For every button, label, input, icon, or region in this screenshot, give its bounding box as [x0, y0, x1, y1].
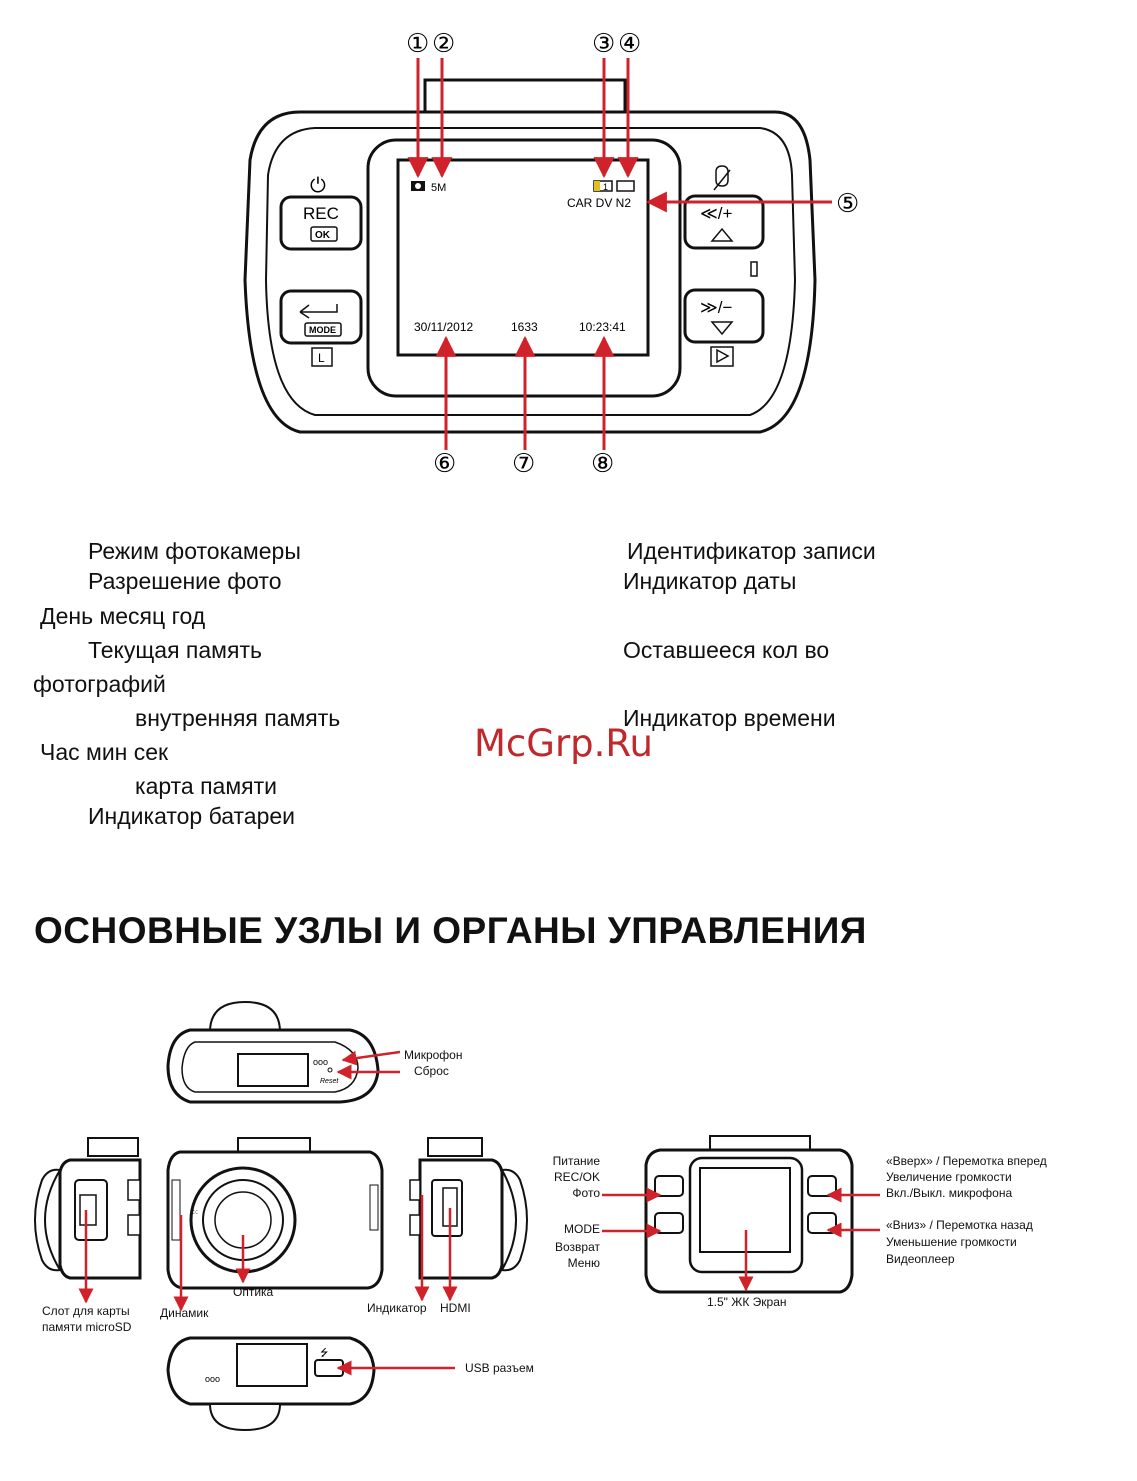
l-key-icon	[311, 347, 333, 367]
svg-text:L: L	[318, 351, 325, 365]
label-reset: Сброс	[414, 1064, 449, 1078]
label-menu: Меню	[567, 1256, 600, 1270]
svg-text:REC: REC	[303, 204, 339, 223]
label-sd-slot-1: Слот для карты	[42, 1304, 130, 1318]
svg-text:MODE: MODE	[309, 325, 336, 335]
svg-text:ooo: ooo	[313, 1057, 328, 1067]
battery-icon	[616, 180, 635, 192]
play-key-icon	[710, 346, 734, 367]
caption-date-indicator: Индикатор даты	[623, 568, 797, 594]
camera-right-view	[409, 1137, 528, 1280]
label-up-2: Увеличение громкости	[886, 1170, 1012, 1184]
controls-diagram: ooo Reset ⁙ ⭍ ooo	[34, 1000, 880, 1432]
svg-text:⭍: ⭍	[320, 1347, 328, 1359]
svg-text:OK: OK	[315, 230, 331, 241]
camera-top-view: ooo Reset	[166, 1000, 380, 1104]
up-button	[683, 194, 765, 250]
label-speaker: Динамик	[160, 1306, 209, 1320]
label-hdmi: HDMI	[440, 1301, 471, 1315]
lcd-screen	[396, 158, 650, 357]
svg-text:Reset: Reset	[320, 1078, 339, 1085]
svg-text:ooo: ooo	[205, 1374, 220, 1384]
label-usb: USB разъем	[465, 1361, 534, 1375]
caption-remaining-count: Оставшееся кол во	[623, 637, 830, 663]
caption-time-indicator: Индикатор времени	[623, 705, 836, 731]
marker-4: ④	[618, 28, 641, 58]
caption-photos: фотографий	[33, 671, 166, 697]
caption-time-format: Час мин сек	[40, 739, 169, 765]
marker-3: ③	[592, 28, 615, 58]
label-up-3: Вкл./Выкл. микрофона	[886, 1186, 1013, 1200]
camera-screen-diagram: 5M 1 CAR DV N2 30/11/2012 1633 10:23:41 …	[243, 28, 859, 478]
screen-record-id: CAR DV N2	[567, 196, 631, 210]
label-mode: MODE	[564, 1222, 600, 1236]
screen-date: 30/11/2012	[414, 320, 473, 334]
label-lcd: 1.5" ЖК Экран	[707, 1295, 787, 1309]
caption-internal-memory: внутренняя память	[135, 705, 341, 731]
watermark: McGrp.Ru	[474, 722, 653, 765]
marker-8: ⑧	[591, 448, 614, 478]
caption-date-format: День месяц год	[40, 603, 206, 629]
power-icon: ⏻	[310, 175, 326, 197]
label-optics: Оптика	[233, 1285, 274, 1299]
camera-bottom-view: ⭍ ooo	[166, 1336, 376, 1432]
svg-text:≫/−: ≫/−	[700, 298, 733, 317]
label-rec-ok: REC/OK	[553, 1170, 600, 1184]
rec-ok-button	[279, 195, 363, 251]
label-down-2: Уменьшение громкости	[886, 1235, 1017, 1249]
label-down-1: «Вниз» / Перемотка назад	[886, 1218, 1033, 1232]
label-photo: Фото	[572, 1186, 600, 1200]
camera-left-view	[34, 1137, 142, 1280]
screen-time: 10:23:41	[579, 320, 626, 334]
caption-battery-indicator: Индикатор батареи	[88, 803, 296, 829]
microphone-icon	[713, 165, 731, 191]
marker-7: ⑦	[512, 448, 535, 478]
marker-2: ②	[432, 28, 455, 58]
svg-text:≪/+: ≪/+	[700, 204, 733, 223]
caption-current-memory: Текущая память	[88, 637, 262, 663]
camera-back-view	[644, 1135, 854, 1294]
caption-record-id: Идентификатор записи	[627, 538, 876, 564]
led-indicator	[750, 261, 758, 277]
mount-bracket	[423, 78, 627, 116]
caption-photo-resolution: Разрешение фото	[88, 568, 282, 594]
label-indicator: Индикатор	[367, 1301, 427, 1315]
label-up-1: «Вверх» / Перемотка вперед	[886, 1154, 1047, 1168]
marker-6: ⑥	[433, 448, 456, 478]
screen-resolution: 5M	[431, 182, 446, 194]
caption-memory-card: карта памяти	[135, 773, 277, 799]
down-button	[683, 288, 765, 344]
svg-text:⁙: ⁙	[192, 1208, 199, 1217]
marker-1: ①	[406, 28, 429, 58]
section-title: ОСНОВНЫЕ УЗЛЫ И ОРГАНЫ УПРАВЛЕНИЯ	[34, 910, 867, 951]
camera-front-view: ⁙	[166, 1137, 384, 1290]
label-microphone: Микрофон	[404, 1048, 463, 1062]
label-back: Возврат	[555, 1240, 600, 1254]
marker-5: ⑤	[836, 188, 859, 218]
label-power: Питание	[552, 1154, 600, 1168]
caption-photo-mode: Режим фотокамеры	[88, 538, 301, 564]
screen-count: 1633	[511, 320, 538, 334]
svg-text:1: 1	[603, 182, 608, 192]
label-sd-slot-2: памяти microSD	[42, 1320, 132, 1334]
label-down-3: Видеоплеер	[886, 1252, 955, 1266]
